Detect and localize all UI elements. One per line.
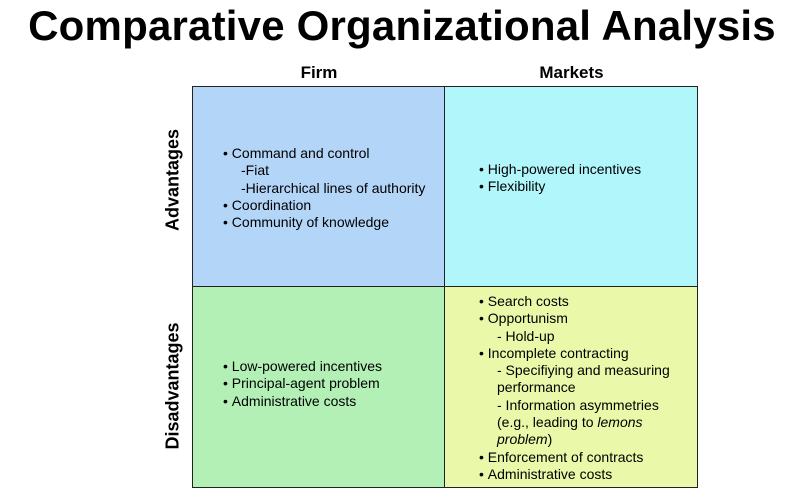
- list-item: Low-powered incentives: [223, 358, 382, 375]
- column-header-markets: Markets: [539, 63, 604, 82]
- cell-firm-advantages: Command and control -Fiat -Hierarchical …: [193, 87, 445, 287]
- list-subitem: - Specifiying and measuring: [497, 362, 670, 379]
- list-item: Administrative costs: [479, 466, 670, 483]
- italic-term: problem: [497, 431, 548, 448]
- cell-markets-disadvantages: Search costs Opportunism - Hold-up Incom…: [445, 287, 697, 487]
- row-header-disadvantages: Disadvantages: [162, 322, 183, 450]
- cell-markets-disadvantages-text: Search costs Opportunism - Hold-up Incom…: [479, 293, 670, 483]
- cell-firm-disadvantages: Low-powered incentives Principal-agent p…: [193, 287, 445, 487]
- list-subitem-continued: problem): [479, 431, 670, 448]
- list-item: Coordination: [223, 197, 425, 214]
- list-item: Incomplete contracting: [479, 345, 670, 362]
- list-item: Opportunism: [479, 310, 670, 327]
- list-item: Administrative costs: [223, 393, 382, 410]
- list-subitem-continued: performance: [497, 379, 576, 396]
- text-fragment: (e.g., leading to: [497, 414, 598, 431]
- list-subitem: - Hold-up: [497, 327, 555, 344]
- list-item: High-powered incentives: [479, 161, 641, 178]
- slide-title: Comparative Organizational Analysis: [28, 2, 776, 49]
- list-item: Principal-agent problem: [223, 375, 382, 392]
- comparison-matrix: Command and control -Fiat -Hierarchical …: [192, 86, 698, 488]
- text-fragment: ): [547, 431, 553, 448]
- cell-markets-advantages: High-powered incentives Flexibility: [445, 87, 697, 287]
- cell-firm-advantages-text: Command and control -Fiat -Hierarchical …: [223, 145, 426, 231]
- cell-markets-advantages-text: High-powered incentives Flexibility: [479, 161, 641, 196]
- list-subitem-continued: (e.g., leading to lemons: [479, 414, 670, 431]
- row-header-advantages: Advantages: [162, 128, 183, 232]
- list-subitem: - Information asymmetries: [497, 396, 659, 413]
- list-item: Search costs: [479, 293, 670, 310]
- cell-firm-disadvantages-text: Low-powered incentives Principal-agent p…: [223, 358, 382, 410]
- list-item: Enforcement of contracts: [479, 449, 670, 466]
- italic-term: lemons: [597, 414, 643, 431]
- list-item: Community of knowledge: [223, 214, 425, 231]
- list-subitem: -Hierarchical lines of authority: [241, 179, 426, 196]
- list-item: Command and control: [223, 145, 425, 162]
- list-subitem: -Fiat: [241, 162, 269, 179]
- column-header-firm: Firm: [300, 63, 338, 82]
- list-item: Flexibility: [479, 178, 641, 195]
